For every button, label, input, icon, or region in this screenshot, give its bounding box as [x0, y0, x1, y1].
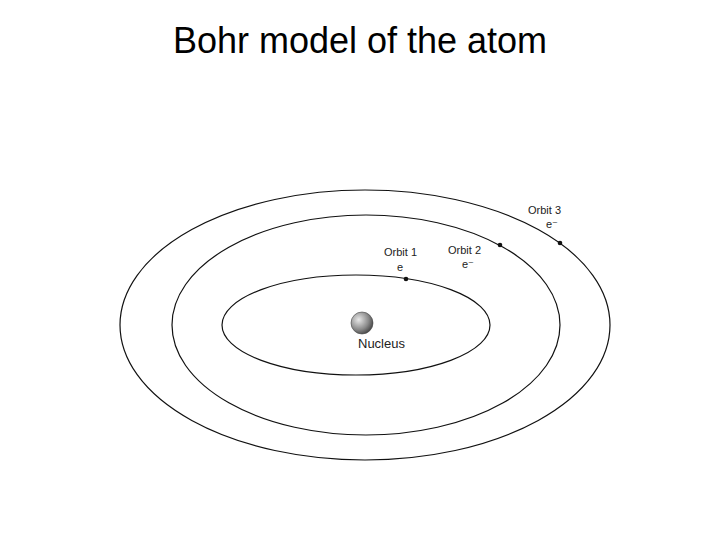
orbit-ellipse	[120, 190, 610, 460]
electron-dot	[404, 277, 409, 282]
orbit-label: Orbit 3	[528, 204, 561, 216]
electron-label: e⁻	[546, 218, 558, 230]
orbit-ellipse	[172, 215, 560, 435]
electron-label: e⁻	[462, 258, 474, 270]
orbit-label: Orbit 2	[448, 244, 481, 256]
nucleus-ball	[351, 312, 373, 334]
electron-dot	[498, 243, 503, 248]
slide-title: Bohr model of the atom	[0, 20, 720, 62]
electron-dot	[558, 241, 563, 246]
orbit-label: Orbit 1	[384, 246, 417, 258]
orbit-ellipse	[222, 275, 490, 375]
electron-label: e	[397, 261, 403, 273]
nucleus-label: Nucleus	[358, 337, 405, 351]
